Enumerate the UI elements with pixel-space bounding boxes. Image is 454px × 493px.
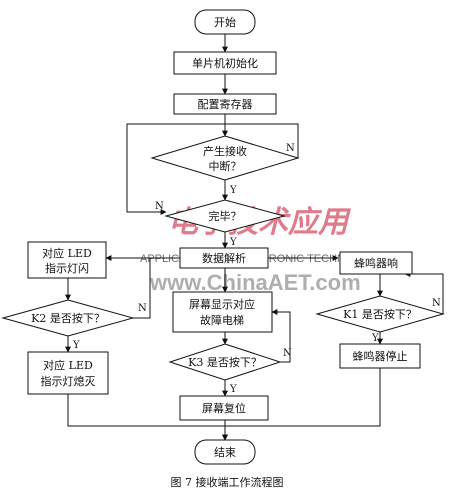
label-k2: K2 是否按下？ <box>31 311 105 325</box>
label-led-flash-line1: 对应 LED <box>42 246 92 260</box>
node-k3-decision <box>168 343 282 381</box>
edge-label-k3-yes: Y <box>229 384 237 395</box>
node-init <box>173 51 277 75</box>
label-init: 单片机初始化 <box>192 56 258 70</box>
label-screen-reset: 屏幕复位 <box>202 401 246 415</box>
node-buzzer-on <box>339 251 413 275</box>
node-screen-show <box>172 291 273 333</box>
label-config: 配置寄存器 <box>198 97 253 111</box>
edge-interrupt-no-loop <box>126 123 299 215</box>
watermark-url: www.ChinaAET.com <box>149 270 361 295</box>
label-screen-show-line1: 屏幕显示对应 <box>189 297 255 311</box>
edge-label-interrupt-no: N <box>286 143 295 154</box>
node-k2-decision <box>1 299 135 337</box>
label-interrupt-line2: 中断？ <box>209 159 242 173</box>
edge-k3-no-loop <box>271 309 291 363</box>
label-start: 开始 <box>214 15 236 29</box>
node-config <box>173 93 277 115</box>
label-buzzer-on: 蜂鸣器响 <box>354 256 398 270</box>
node-led-off <box>27 351 109 395</box>
label-led-off-line1: 对应 LED <box>43 358 93 372</box>
label-led-off-line2: 指示灯熄灭 <box>41 374 96 388</box>
node-k1-decision <box>315 295 445 333</box>
node-screen-reset <box>179 395 269 421</box>
edge-label-done-no: N <box>155 201 164 212</box>
edge-label-k1-no: N <box>432 298 441 309</box>
node-led-flash <box>27 241 107 279</box>
label-k1: K1 是否按下？ <box>343 307 417 321</box>
label-buzzer-off: 蜂鸣器停止 <box>353 349 408 363</box>
edge-label-interrupt-yes: Y <box>229 185 237 196</box>
label-interrupt-line1: 产生接收 <box>203 144 247 158</box>
edge-label-k3-no: N <box>283 348 292 359</box>
node-start <box>194 9 256 35</box>
node-interrupt-decision <box>150 135 300 181</box>
edges <box>65 34 444 441</box>
node-done-decision <box>164 199 286 233</box>
node-end <box>194 439 256 465</box>
label-data-process: 数据解析 <box>202 251 246 265</box>
node-data-process <box>179 247 269 269</box>
node-buzzer-off <box>339 343 421 369</box>
edge-buzzeroff-end <box>225 368 381 427</box>
edge-label-k2-yes: Y <box>72 340 80 351</box>
label-k3: K3 是否按下？ <box>188 355 262 369</box>
edge-k2-no-loop <box>108 257 151 319</box>
label-screen-show-line2: 故障电梯 <box>200 313 244 327</box>
label-end: 结束 <box>214 446 236 459</box>
edge-label-done-yes: Y <box>229 237 237 248</box>
label-led-flash-line2: 指示灯闪 <box>45 261 89 275</box>
node-labels: 开始 单片机初始化 配置寄存器 产生接收 中断？ 完毕？ 数据解析 对应 LED… <box>31 15 417 459</box>
label-done: 完毕？ <box>209 209 242 223</box>
edge-label-k2-no: N <box>138 303 147 314</box>
edge-k1-no-loop <box>404 271 444 314</box>
edge-labels: N Y N Y N Y N Y N Y <box>72 143 441 395</box>
edge-label-k1-yes: Y <box>371 333 379 344</box>
figure-caption: 图 7 接收端工作流程图 <box>170 476 284 489</box>
